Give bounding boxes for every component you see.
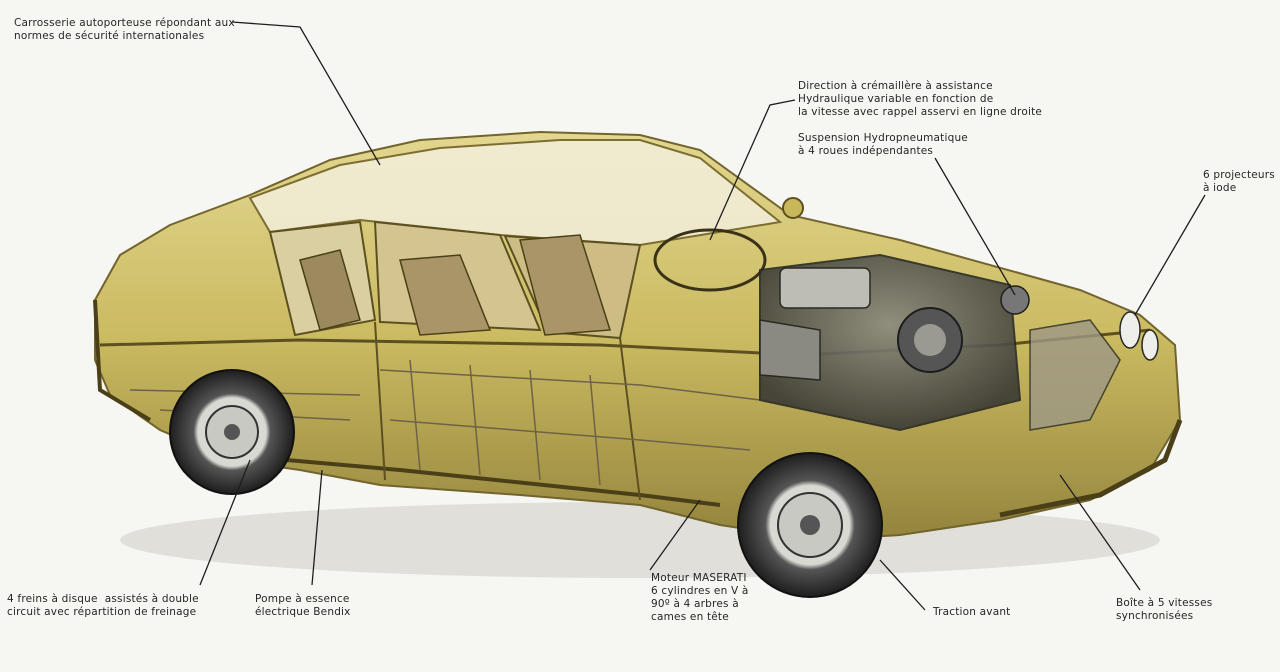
front-wheel <box>737 452 883 598</box>
leader-direction <box>709 99 796 241</box>
leader-freins <box>199 459 251 586</box>
label-direction: Direction à crémaillère à assistance Hyd… <box>798 80 1043 118</box>
leader-moteur <box>649 499 701 571</box>
leader-boite <box>1059 474 1141 591</box>
label-traction: Traction avant <box>933 606 1011 618</box>
leader-carrosserie <box>231 21 381 166</box>
label-freins: 4 freins à disque assistés à double circ… <box>7 593 199 618</box>
label-projecteurs: 6 projecteurs à iode <box>1203 169 1275 194</box>
label-carrosserie: Carrosserie autoporteuse répondant aux n… <box>14 17 235 42</box>
engine <box>759 253 1121 432</box>
leader-pompe <box>311 469 323 586</box>
headlights <box>1119 311 1159 361</box>
leader-lines <box>199 21 1206 611</box>
leader-suspension <box>934 157 1016 296</box>
label-suspension: Suspension Hydropneumatique à 4 roues in… <box>798 132 968 157</box>
leader-traction <box>879 559 926 611</box>
label-pompe: Pompe à essence électrique Bendix <box>255 593 351 618</box>
rear-wheel <box>169 369 295 495</box>
leader-projecteurs <box>1134 194 1206 316</box>
label-boite: Boîte à 5 vitesses synchronisées <box>1116 597 1213 622</box>
interior-seats <box>299 228 767 336</box>
label-moteur: Moteur MASERATI 6 cylindres en V à 90º à… <box>651 572 749 623</box>
